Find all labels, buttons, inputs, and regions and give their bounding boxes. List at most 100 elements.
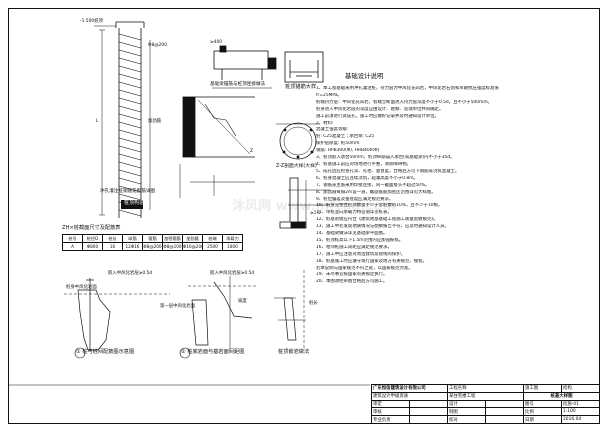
pile-detail-box-title: 桩顶锚筋大样: [285, 84, 317, 90]
slope-label: 坡度: [238, 299, 247, 304]
dim-ring-label: 加劲箍: [148, 119, 162, 124]
note-line: 15、桩顶标高以下1.5m范围内应加强振捣。: [316, 237, 404, 243]
title-block-cell: 制图: [447, 407, 486, 417]
diagram-1-drawing: [64, 278, 170, 359]
project-name: 某住宅楼工程: [447, 391, 524, 401]
table-header-cell: 加劲箍: [182, 234, 203, 244]
sheet-title: 桩基大样图: [523, 391, 600, 401]
foundation-detail-title: 基础梁锚筋与桩顶连接做法: [210, 82, 266, 87]
note-line: 1、本工程基础采用冲孔灌注桩，持力层为中风化花岗岩，中风化岩石饱和单轴抗压强度标…: [316, 86, 499, 91]
diagram-1-caption: ① 桩与桩间配筋图示意图: [76, 349, 135, 355]
title-block-cell: 结施-01: [561, 399, 600, 409]
section-title: Z-Z剖面大样(大样): [276, 164, 317, 169]
title-block-row: 广东恒信建筑设计有限公司 工程名称 施工图 结构: [371, 384, 600, 393]
title-block-cell: 校对: [447, 415, 486, 424]
diagram-3-caption: 桩顶嵌岩做法: [278, 349, 310, 355]
note-line: 桩身进入中风化岩层的深度应由设计、勘察、监理单位共同确定。: [316, 106, 444, 112]
note-line: 桩端持力层：中风化花岗岩，桩端全断面进入持力层深度不小于0.5d，且不小于500…: [316, 99, 492, 105]
pile-top-detail-drawing: [179, 96, 255, 198]
design-notes: 1、本工程基础采用冲孔灌注桩，持力层为中风化花岗岩，中风化岩石饱和单轴抗压强度标…: [316, 86, 601, 286]
table-cell: 2500: [202, 242, 223, 252]
note-label-2: 第一层中风化岩面: [160, 304, 196, 309]
note-line: 19、未尽事宜按国家有关规定执行。: [316, 272, 388, 278]
rock-label-2: 嵌入中风化岩层≥0.5d: [210, 271, 255, 276]
title-block-cell: [485, 407, 524, 417]
project-label: 工程名称: [447, 384, 524, 393]
pile-schedule: ZH×桩截面尺寸及配筋表 桩号 桩径D 桩长 纵筋 箍筋 加密箍筋 加劲箍 桩端…: [62, 225, 243, 252]
note-line: 10、桩身完整性检测数量不少于总桩数的10%，且不少于10根。: [316, 203, 443, 209]
table-header-cell: 桩端: [202, 234, 223, 244]
note-line: 16、相邻桩施工间距应满足规范要求。: [316, 244, 392, 250]
note-line: 3、桩顶嵌入承台50mm，桩顶纵筋锚入承台(或基础梁)内不小于35d。: [316, 155, 455, 161]
note-line: 8、加劲箍每隔2m设一道，螺旋箍筋加密区范围详见大样图。: [316, 189, 436, 195]
table-header-cell: 承载力: [222, 234, 243, 244]
company-sub: 建筑设计甲级资质: [371, 391, 448, 401]
table-header-cell: 桩径D: [82, 234, 103, 244]
note-line: 13、施工中若发现地质情况与勘察报告不符，应及时通知设计人员。: [316, 224, 449, 230]
z-mark: Z: [250, 149, 254, 154]
dim-bar-label: Φ8@200: [148, 43, 168, 48]
title-block-row: 审核 制图 比例 1:100: [371, 407, 600, 417]
notes-heading: 基础设计说明: [345, 72, 384, 80]
table-header-cell: 桩长: [102, 234, 123, 244]
note-line: 12、桩基验收应符合《建筑地基基础工程施工质量验收规范》。: [316, 217, 438, 223]
note-line: 钢筋: HPB300(Φ), HRB400(Φ): [316, 148, 380, 154]
title-block-cell: 审核: [371, 407, 410, 417]
title-block-cell: 图号: [523, 399, 562, 409]
note-line: 保护层厚度: 桩50mm: [316, 141, 360, 147]
table-cell: 1800: [222, 242, 243, 252]
note-line: 混凝土强度等级:: [316, 127, 349, 133]
note-line: 7、钢筋笼主筋采用焊接连接，同一截面接头不超过50%。: [316, 182, 430, 188]
pile-title-plate: [121, 200, 143, 209]
table-cell: Φ8@200: [142, 242, 163, 252]
title-block-cell: [409, 407, 448, 417]
note-line: 5、成孔后应检查孔深、孔径、垂直度，合格后方可下钢筋笼浇筑混凝土。: [316, 168, 460, 174]
table-header-cell: 加密箍筋: [162, 234, 183, 244]
note-line: 14、基础梁做法详见基础梁平面图。: [316, 231, 388, 237]
title-block-row: 审定 设计 图号 结施-01: [371, 399, 600, 409]
note-line: 18、桩基施工时应遵守现行国家及地方有关规范、规程。: [316, 258, 427, 264]
pile-splice-title: 冲孔灌注桩钢筋笼配筋详图: [100, 189, 156, 194]
footing-label: ≥1.0: [310, 211, 321, 216]
table-cell: A: [62, 242, 83, 252]
diagram-2-caption: ② 桩底岩面与基岩面间距图: [181, 349, 245, 355]
note-line: fr=25MPa。: [316, 92, 342, 98]
foundation-block-drawing: [279, 177, 330, 229]
depth-label: 桩长: [309, 301, 318, 306]
pile-schedule-title: ZH×桩截面尺寸及配筋表: [62, 225, 121, 231]
title-block-cell: 专业负责: [371, 415, 410, 424]
diagram-3-drawing: [274, 270, 306, 350]
title-block-cell: 日期: [523, 415, 562, 424]
table-cell: Φ8@100: [162, 242, 183, 252]
table-cell: 12Φ16: [122, 242, 143, 252]
note-line: 6、桩身混凝土应连续浇筑，超灌高度不小于0.8m。: [316, 175, 418, 181]
table-cell: Φ16@2000: [182, 242, 203, 252]
title-block-cell: 设计: [447, 399, 486, 409]
title-block-cell: [409, 399, 448, 409]
note-line: 9、桩位偏差及垂直度应满足规范要求。: [316, 196, 394, 202]
title-block-cell: [485, 415, 524, 424]
dim-len-label: L: [96, 119, 99, 124]
note-line: 桩: C25混凝土 ; 承台梁: C25: [316, 134, 375, 140]
pile-schedule-table: 桩号 桩径D 桩长 纵筋 箍筋 加密箍筋 加劲箍 桩端 承载力 A Φ800 1…: [62, 234, 243, 252]
elev-top-label: -1.500桩顶: [80, 19, 103, 24]
title-block-cell: 比例: [523, 407, 562, 417]
dim-top-label: ≥400: [210, 40, 223, 45]
note-line: 20、本图须经审图合格后方可施工。: [316, 279, 388, 285]
note-line: 17、施工中应注意对周边建筑及管线的保护。: [316, 251, 406, 257]
pile-cage-drawing: [94, 21, 151, 218]
title-block-table: 广东恒信建筑设计有限公司 工程名称 施工图 结构 建筑设计甲级资质 某住宅楼工程…: [371, 384, 600, 424]
title-block: 广东恒信建筑设计有限公司 工程名称 施工图 结构 建筑设计甲级资质 某住宅楼工程…: [371, 384, 600, 424]
pile-cage-title: 桩顶构造: [124, 200, 145, 206]
anchor-detail-drawing: [284, 51, 324, 83]
title-block-cell: [409, 415, 448, 424]
section-circle-drawing: [276, 122, 320, 160]
table-header-cell: 纵筋: [122, 234, 143, 244]
title-block-row: 建筑设计甲级资质 某住宅楼工程 桩基大样图: [371, 391, 600, 401]
diagram-2-drawing: [179, 276, 258, 359]
table-header-cell: 桩号: [62, 234, 83, 244]
title-block-cell: 1:100: [561, 407, 600, 417]
foundation-detail-drawing: [212, 45, 277, 89]
